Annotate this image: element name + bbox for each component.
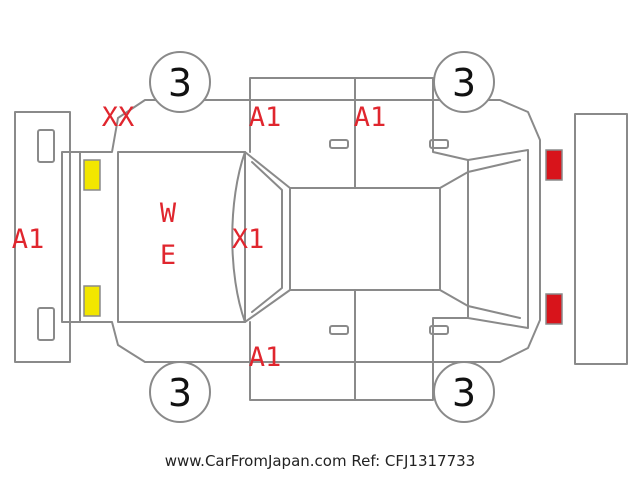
tire-tread-value: 3	[452, 371, 476, 415]
tire-rear-right: 3	[433, 361, 495, 423]
rear-left-taillamp	[545, 149, 563, 181]
rear-bumper	[574, 113, 628, 365]
tire-tread-value: 3	[168, 371, 192, 415]
damage-code-right-front-door: A1	[249, 342, 282, 373]
damage-code-hood-e: E	[160, 240, 176, 271]
tire-rear-left: 3	[433, 51, 495, 113]
damage-code-left-front-door: A1	[249, 102, 282, 133]
damage-code-windshield: X1	[232, 224, 265, 255]
front-right-headlamp	[83, 285, 101, 317]
rear-right-taillamp	[545, 293, 563, 325]
source-reference-caption: www.CarFromJapan.com Ref: CFJ1317733	[164, 452, 476, 470]
front-bumper	[14, 111, 71, 363]
damage-code-left-rear-door: A1	[354, 102, 387, 133]
damage-code-front-bumper: A1	[12, 224, 45, 255]
damage-code-left-front-fender: XX	[102, 102, 135, 133]
tire-front-left: 3	[149, 51, 211, 113]
tire-front-right: 3	[149, 361, 211, 423]
damage-code-hood-w: W	[160, 198, 177, 229]
car-body	[61, 77, 541, 401]
tire-tread-value: 3	[168, 61, 192, 105]
front-left-headlamp	[83, 159, 101, 191]
tire-tread-value: 3	[452, 61, 476, 105]
